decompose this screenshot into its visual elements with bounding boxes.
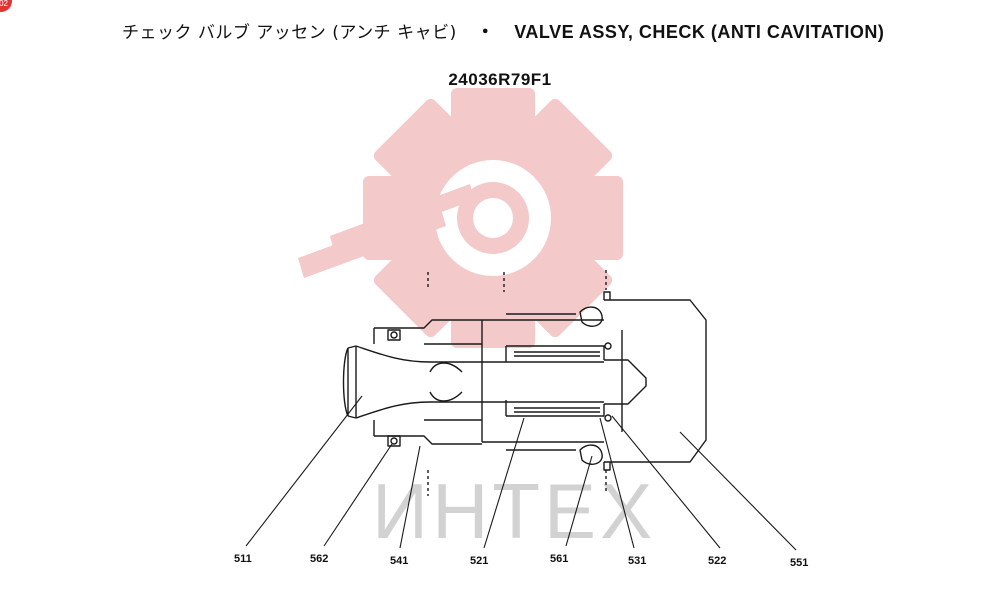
part-number: 24036R79F1 [448,70,552,89]
leader-541 [399,445,421,549]
callout-521: 521 [470,555,488,567]
leader-531 [599,417,635,549]
leader-522 [611,415,721,549]
leader-561 [565,455,593,547]
leader-511 [245,395,363,547]
leader-562 [323,443,393,547]
title-separator: ・ [476,22,495,42]
diagram-title: チェック バルブ アッセン (アンチ キャビ) ・ VALVE ASSY, CH… [122,18,884,44]
callout-541: 541 [390,555,408,567]
callout-562: 562 [310,553,328,565]
callout-labels: 511 562 541 521 561 531 522 551 [234,553,808,569]
callout-511: 511 [234,553,252,565]
leader-551 [679,431,797,551]
callout-522: 522 [708,555,726,567]
title-japanese: チェック バルブ アッセン (アンチ キャビ) [122,23,457,43]
valve-outline [342,270,707,496]
leader-lines [245,395,797,551]
watermark-gear-icon [298,88,623,348]
callout-551: 551 [790,557,808,569]
callout-561: 561 [550,553,568,565]
callout-531: 531 [628,555,646,567]
page-badge-text: 02 [0,0,8,8]
watermark-text: ИНТЕХ [372,467,656,555]
leader-521 [483,417,525,549]
title-english: VALVE ASSY, CHECK (ANTI CAVITATION) [514,22,885,42]
